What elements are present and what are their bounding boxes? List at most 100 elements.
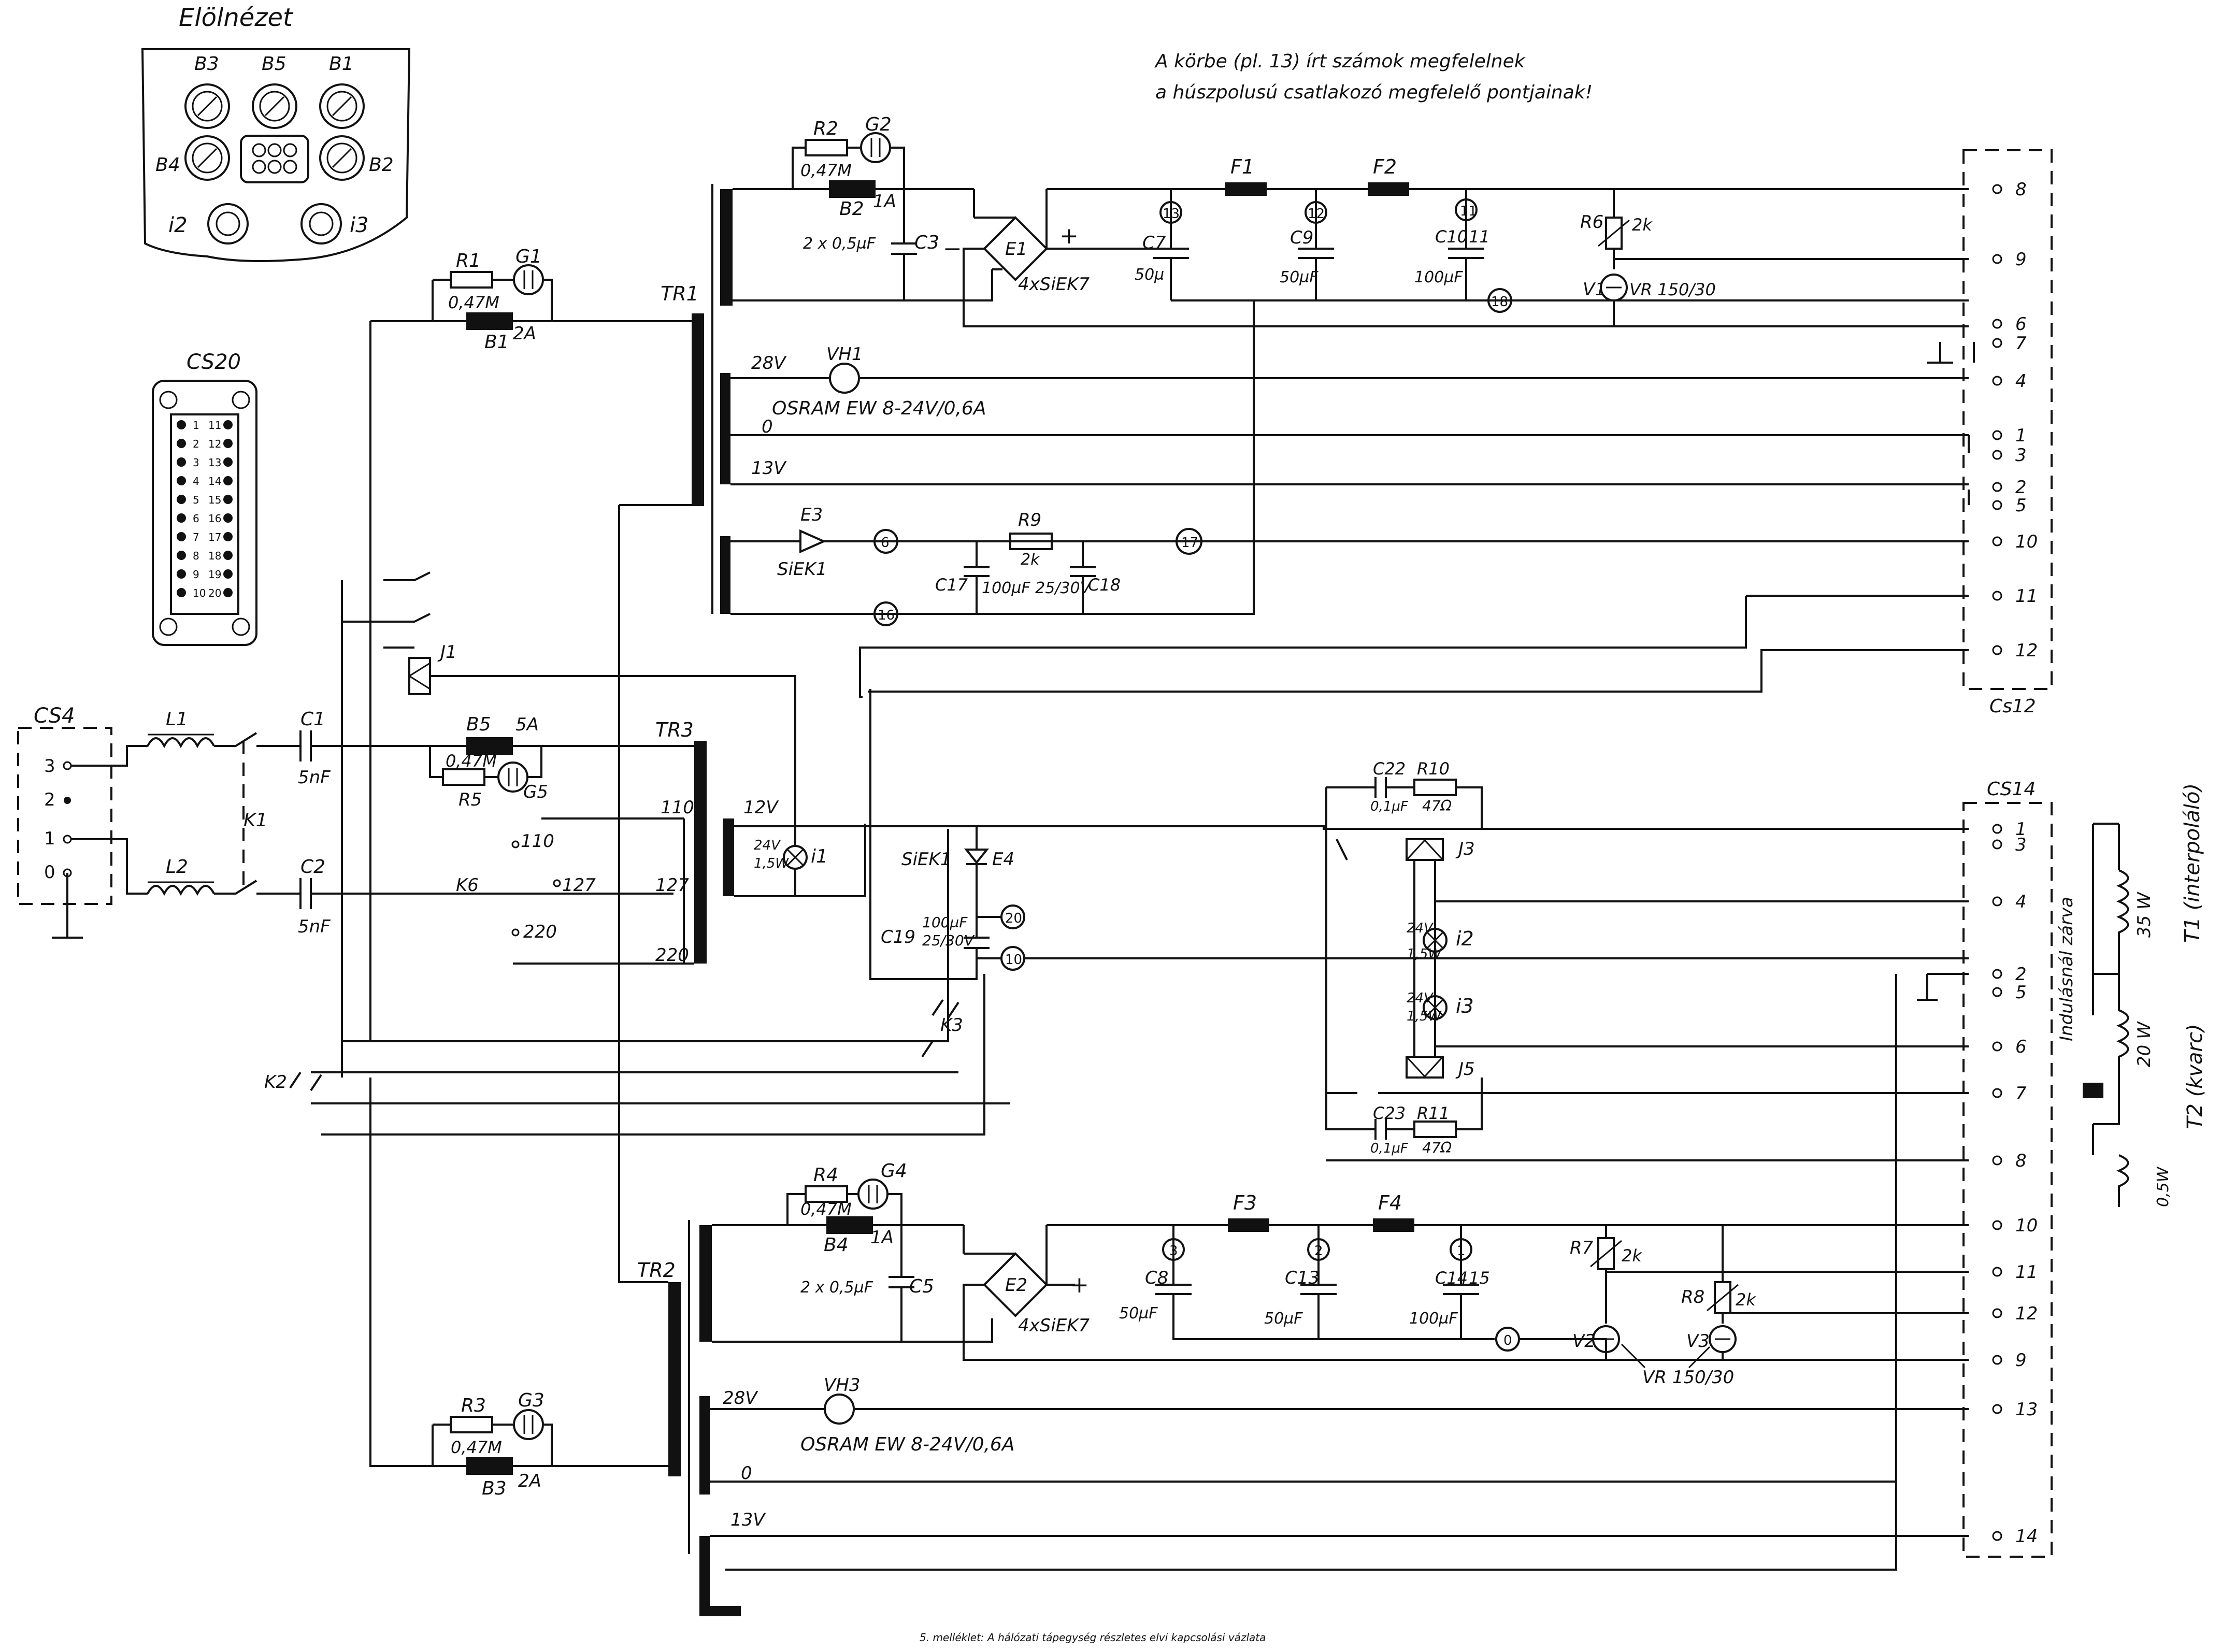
r3-label: R3 xyxy=(461,1395,486,1416)
i1-watt: 1,5W xyxy=(754,856,789,871)
r8-label: R8 xyxy=(1681,1287,1704,1308)
cs12-pin-11-terminal xyxy=(1992,591,2002,601)
e2-label: E2 xyxy=(1005,1275,1027,1296)
k2-k3-switches: K3 K2 xyxy=(264,829,1010,1136)
cs14-pin-5: 5 xyxy=(2015,982,2027,1003)
cs14-pin-11: 11 xyxy=(2015,1262,2038,1283)
b1-label: B1 xyxy=(484,332,509,353)
v23-value: VR 150/30 xyxy=(1642,1367,1734,1388)
c14-label: C14 xyxy=(1435,1268,1468,1288)
c17-value: 100µF 25/30V xyxy=(982,579,1092,597)
r2-value: 0,47M xyxy=(800,161,852,180)
cs12-pin-8-terminal xyxy=(1992,184,2002,194)
cs12-pin-11: 11 xyxy=(2015,586,2038,607)
v1-value: VR 150/30 xyxy=(1629,280,1716,299)
f2-label: F2 xyxy=(1373,155,1397,178)
r1-value: 0,47M xyxy=(448,293,499,312)
i3-watt: 1,5W xyxy=(1407,1009,1442,1024)
r9-value: 2k xyxy=(1021,551,1040,569)
e4-value: SiEK1 xyxy=(901,849,951,870)
cs20-pin-7 xyxy=(177,532,186,541)
cs14-pin-1: 1 xyxy=(2015,819,2027,840)
tr2-aux-windings: VH3 28V OSRAM EW 8-24V/0,6A 0 13V xyxy=(710,1375,1969,1537)
cs4-label: CS4 xyxy=(34,704,75,728)
c9-label: C9 xyxy=(1290,227,1313,248)
crystal-heater-section: T1 (interpoláló) 35 W Indulásnál zárva 2… xyxy=(2056,783,2207,1207)
i1-volt: 24V xyxy=(754,838,781,853)
k1-label: K1 xyxy=(243,810,268,831)
c22-value: 0,1µF xyxy=(1370,799,1409,814)
k6-label: K6 xyxy=(456,875,479,896)
r7-label: R7 xyxy=(1570,1238,1594,1258)
r6-label: R6 xyxy=(1580,212,1603,233)
label-b3: B3 xyxy=(194,53,219,75)
cs20-pin-number: 7 xyxy=(193,531,199,543)
k3-label: K3 xyxy=(940,1015,963,1036)
fuse-holder-b5 xyxy=(252,83,297,129)
cs20-pin-number: 6 xyxy=(193,512,199,525)
c2-label: C2 xyxy=(300,856,325,878)
lower-filter-chain: F3 F4 3 C8 50µF 2 C13 50µF 1 C14 15 100µ… xyxy=(1045,1191,1969,1388)
svg-text:16: 16 xyxy=(878,608,895,623)
g4-label: G4 xyxy=(881,1160,907,1182)
label-i2: i2 xyxy=(168,213,188,237)
r5-value: 0,47M xyxy=(446,751,497,771)
r4-label: R4 xyxy=(813,1165,838,1186)
cs12-pin-1-terminal xyxy=(1992,430,2002,440)
r8-value: 2k xyxy=(1736,1290,1756,1310)
r10-label: R10 xyxy=(1417,759,1450,779)
cs14-pin-12: 12 xyxy=(2015,1303,2038,1324)
cs20-pin-10 xyxy=(177,588,186,597)
tr1-aux-windings: VH1 28V OSRAM EW 8-24V/0,6A 0 13V xyxy=(730,344,1969,485)
j5-label: J5 xyxy=(1455,1059,1475,1080)
i3-label: i3 xyxy=(1456,995,1474,1017)
fuse-holder-b1 xyxy=(319,83,365,129)
label-b2: B2 xyxy=(369,154,394,176)
cs20-pin-16 xyxy=(223,513,233,523)
cs20-pin-17 xyxy=(223,532,233,541)
e3-value: SiEK1 xyxy=(777,559,827,580)
cs20-pin-number: 3 xyxy=(193,456,199,469)
t1-watt: 35 W xyxy=(2134,892,2155,938)
cs4-pin-3: 3 xyxy=(44,756,55,777)
c1-label: C1 xyxy=(300,709,325,730)
tr1-label: TR1 xyxy=(661,282,699,305)
cs12-pin-10: 10 xyxy=(2015,531,2038,552)
r11-label: R11 xyxy=(1417,1103,1450,1123)
relay-section: C22 0,1µF R10 47Ω J3 i2 24V 1,5W i3 24V … xyxy=(1325,759,1969,1161)
c10-label: C10 xyxy=(1435,227,1468,247)
cs14-pin-13: 13 xyxy=(2015,1399,2038,1420)
tr3-12v-circuit: 12V i1 24V 1,5W SiEK1 E4 20 C19 100µF 25… xyxy=(734,689,1969,980)
svg-text:−: − xyxy=(943,236,962,262)
svg-text:3: 3 xyxy=(1169,1243,1178,1259)
c7-value: 50µ xyxy=(1135,266,1164,284)
g3-label: G3 xyxy=(518,1390,544,1411)
r2-label: R2 xyxy=(813,118,838,139)
front-view-panel: Elölnézet B3 B5 B1 B4 B2 i2 i3 xyxy=(141,3,411,262)
cs14-pin-7: 7 xyxy=(2015,1083,2027,1104)
cs14-label: CS14 xyxy=(1987,779,2036,800)
l1-label: L1 xyxy=(166,709,188,730)
tr1-rectifier-block: R2 G2 0,47M B2 1A 2 x 0,5µF C3 E1 4xSiEK… xyxy=(733,114,1969,327)
tr3-12v: 12V xyxy=(743,797,779,818)
cs20-pin-11 xyxy=(223,420,233,429)
label-i3: i3 xyxy=(350,213,369,237)
cs20-pin-1 xyxy=(177,420,186,429)
cs12-pin-9: 9 xyxy=(2015,249,2027,270)
c5-label: C5 xyxy=(909,1276,934,1297)
cs20-pin-number: 14 xyxy=(208,475,221,487)
cs20-pin-number: 16 xyxy=(208,512,221,525)
osram-2: OSRAM EW 8-24V/0,6A xyxy=(800,1434,1014,1455)
cs12-pin-3: 3 xyxy=(2015,445,2027,466)
f4-label: F4 xyxy=(1378,1191,1402,1214)
cs12-pin-3-terminal xyxy=(1992,450,2002,460)
figure-caption: 5. melléklet: A hálózati tápegység részl… xyxy=(920,1631,1266,1644)
cs14-pin-6: 6 xyxy=(2015,1037,2027,1057)
cs14-pin-5-terminal xyxy=(1992,987,2002,997)
cs14-pin-11-terminal xyxy=(1992,1267,2002,1277)
b3-label: B3 xyxy=(482,1478,507,1499)
cs12-pin-5-terminal xyxy=(1992,500,2002,510)
